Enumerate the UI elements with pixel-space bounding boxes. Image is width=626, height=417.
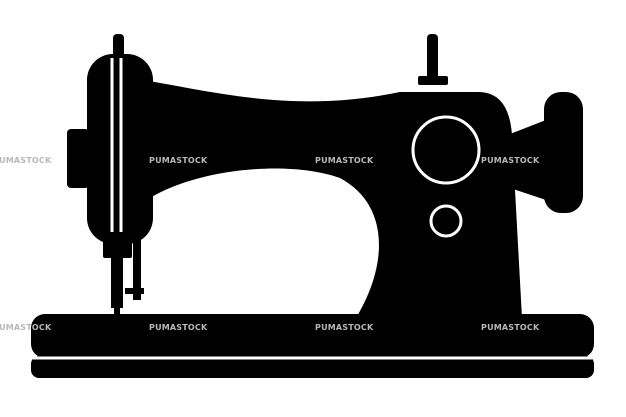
needle-bar-clamp xyxy=(103,238,132,258)
presser-bar xyxy=(133,240,141,300)
right-spool-base xyxy=(418,76,448,85)
watermark-text: PUMASTOCK xyxy=(0,323,52,332)
machine-details xyxy=(33,58,592,360)
watermark-text: PUMASTOCK xyxy=(149,156,208,165)
handwheel xyxy=(544,92,583,213)
watermark-layer: PUMASTOCK PUMASTOCK PUMASTOCK PUMASTOCK … xyxy=(0,156,540,332)
left-spool-pin xyxy=(113,34,124,60)
watermark-text: PUMASTOCK xyxy=(315,156,374,165)
watermark-text: PUMASTOCK xyxy=(149,323,208,332)
needle xyxy=(114,302,120,314)
sewing-machine-silhouette xyxy=(31,34,594,378)
handwheel-shaft xyxy=(510,120,546,200)
left-side-knob xyxy=(67,129,89,188)
stitch-dial xyxy=(429,204,463,238)
tension-dial xyxy=(411,115,481,185)
watermark-text: PUMASTOCK xyxy=(481,323,540,332)
machine-base-bottom xyxy=(31,356,594,378)
watermark-text: PUMASTOCK xyxy=(315,323,374,332)
machine-base-top xyxy=(31,314,594,358)
right-spool-pin xyxy=(427,34,438,80)
machine-arm xyxy=(130,78,522,318)
presser-foot xyxy=(125,288,144,294)
needle-bar xyxy=(111,256,123,308)
watermark-text: PUMASTOCK xyxy=(481,156,540,165)
watermark-text: PUMASTOCK xyxy=(0,156,52,165)
